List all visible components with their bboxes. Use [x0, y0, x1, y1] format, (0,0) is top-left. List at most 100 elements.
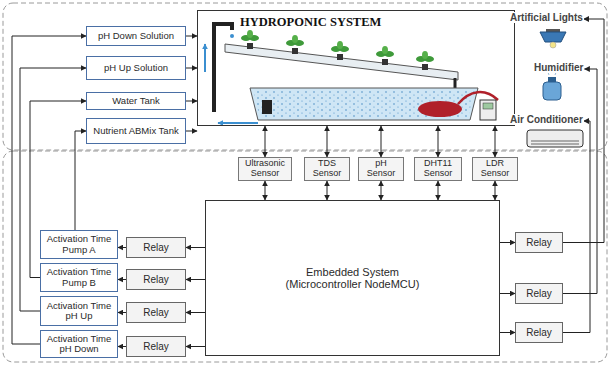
connector: [75, 131, 86, 230]
drawing-part: [527, 130, 583, 147]
node-label: Humidifier: [534, 62, 583, 73]
drawing-part: [218, 122, 258, 124]
node-label: Activation Time Pump A: [44, 234, 114, 255]
connector: [563, 19, 604, 243]
connector: [327, 126, 328, 157]
drawing-part: [230, 34, 234, 38]
connector: [118, 312, 126, 313]
connector: [186, 101, 197, 102]
drawing-part: [292, 48, 298, 54]
tank-box: Water Tank: [86, 92, 186, 110]
connector: [438, 181, 439, 200]
activation-box: Activation Time Pump A: [40, 230, 118, 259]
node-label: Activation Time pH Up: [44, 301, 114, 322]
drawing-part: [3, 3, 607, 150]
node-label: Relay: [143, 274, 169, 285]
connector: [118, 279, 126, 280]
device-label: Air Conditioner: [509, 114, 584, 125]
drawing-part: [382, 46, 388, 54]
node-label: Relay: [526, 237, 552, 248]
drawing-part: [483, 103, 493, 109]
connector: [186, 68, 197, 69]
drawing-part: [422, 51, 428, 59]
sensor-box: LDR Sensor: [472, 157, 518, 181]
connector: [186, 312, 205, 313]
drawing-part: [422, 64, 428, 70]
drawing-part: [241, 30, 434, 70]
relay-box: Relay: [515, 322, 563, 343]
node-label: Water Tank: [112, 96, 160, 106]
node-label: TDS Sensor: [308, 159, 346, 179]
node-label: Activation Time pH Down: [44, 334, 114, 355]
connector: [186, 131, 197, 132]
connector: [563, 121, 590, 333]
node-label: Relay: [143, 242, 169, 253]
node-label: Nutrient ABMix Tank: [93, 126, 178, 136]
drawing-part: [247, 43, 253, 49]
connector: [186, 279, 205, 280]
drawing-part: [548, 77, 556, 82]
drawing-part: [337, 41, 343, 49]
activation-box: Activation Time pH Down: [40, 330, 118, 358]
relay-box: Relay: [126, 237, 186, 258]
node-label: Relay: [526, 288, 552, 299]
connector: [186, 346, 205, 347]
node-label: Relay: [143, 307, 169, 318]
drawing-part: [418, 101, 462, 117]
tank-box: pH Down Solution: [86, 26, 186, 46]
node-label: Air Conditioner: [510, 114, 583, 125]
node-label: pH Up Solution: [104, 63, 168, 73]
node-label: Embedded System (Microcontroller NodeMCU…: [273, 266, 433, 290]
node-label: Relay: [526, 327, 552, 338]
device-label: Artificial Lights: [509, 12, 584, 23]
connector: [265, 126, 266, 157]
connector: [495, 126, 496, 157]
drawing-part: [204, 44, 206, 72]
sensor-box: TDS Sensor: [304, 157, 350, 181]
drawing-part: [480, 100, 496, 120]
drawing-part: [337, 54, 343, 60]
drawing-part: [247, 30, 253, 38]
drawing-part: [550, 42, 556, 48]
node-label: Relay: [143, 341, 169, 352]
drawing-part: [292, 35, 298, 43]
drawing-part: [531, 141, 579, 142]
node-label: Activation Time Pump B: [44, 267, 114, 288]
drawing-part: [543, 82, 561, 100]
sensor-box: DHT11 Sensor: [414, 157, 462, 181]
drawing-part: [454, 78, 457, 88]
relay-box: Relay: [126, 302, 186, 323]
tank-box: pH Up Solution: [86, 56, 186, 80]
drawing-part: [540, 32, 566, 42]
drawing-part: [225, 44, 458, 80]
connector: [500, 332, 515, 333]
connector: [381, 126, 382, 157]
connector: [118, 247, 126, 248]
system-box: HYDROPONIC SYSTEM: [197, 10, 515, 126]
drawing-part: [3, 151, 607, 362]
sensor-box: Ultrasonic Sensor: [238, 157, 292, 181]
node-label: pH Down Solution: [98, 31, 174, 41]
activation-box: Activation Time pH Up: [40, 296, 118, 326]
connector: [500, 242, 515, 243]
node-label: DHT11 Sensor: [418, 159, 458, 179]
relay-box: Relay: [126, 269, 186, 290]
tank-box: Nutrient ABMix Tank: [86, 118, 186, 144]
connector: [118, 346, 126, 347]
node-label: pH Sensor: [362, 159, 400, 179]
connector: [186, 247, 205, 248]
connector: [186, 36, 197, 37]
drawing-part: [253, 90, 475, 118]
drawing-part: [214, 24, 232, 112]
sensor-box: pH Sensor: [358, 157, 404, 181]
drawing-part: [262, 100, 272, 114]
connector: [438, 126, 439, 157]
node-label: LDR Sensor: [476, 159, 514, 179]
connector: [500, 293, 515, 294]
drawing-part: [250, 88, 478, 120]
controller-box: Embedded System (Microcontroller NodeMCU…: [205, 200, 500, 356]
relay-box: Relay: [126, 336, 186, 357]
drawing-part: [531, 144, 579, 145]
